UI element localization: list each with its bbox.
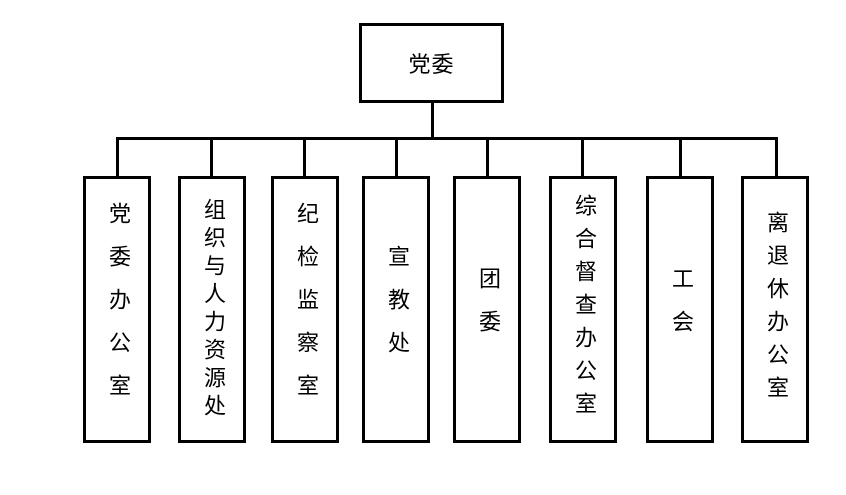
- child-connector: [303, 137, 306, 177]
- org-node-label: 组织与人力资源处: [200, 197, 225, 422]
- org-node-label: 工会: [668, 266, 693, 353]
- org-node-publicity-education: 宣教处: [362, 176, 430, 443]
- org-node-label: 离退休办公室: [763, 210, 788, 409]
- child-connector: [116, 137, 119, 177]
- org-node-youth-league: 团委: [453, 176, 521, 443]
- org-node-label: 党委办公室: [105, 202, 130, 417]
- org-node-label: 宣教处: [384, 245, 409, 374]
- child-connector: [775, 137, 778, 177]
- org-node-retirees-office: 离退休办公室: [741, 176, 809, 443]
- child-connector: [581, 137, 584, 177]
- child-connector: [486, 137, 489, 177]
- org-node-labor-union: 工会: [646, 176, 714, 443]
- org-node-discipline-inspection: 纪检监察室: [271, 176, 339, 443]
- child-connector: [395, 137, 398, 177]
- horizontal-bus: [116, 137, 778, 140]
- org-root-node: 党委: [359, 23, 504, 103]
- org-node-organization-hr: 组织与人力资源处: [178, 176, 246, 443]
- org-node-party-office: 党委办公室: [83, 176, 151, 443]
- child-connector: [210, 137, 213, 177]
- root-connector: [431, 103, 434, 139]
- org-node-label: 纪检监察室: [293, 202, 318, 417]
- org-root-label: 党委: [408, 53, 455, 78]
- org-node-label: 综合督查办公室: [571, 194, 596, 425]
- child-connector: [679, 137, 682, 177]
- org-node-label: 团委: [475, 266, 500, 353]
- org-node-supervision-office: 综合督查办公室: [549, 176, 617, 443]
